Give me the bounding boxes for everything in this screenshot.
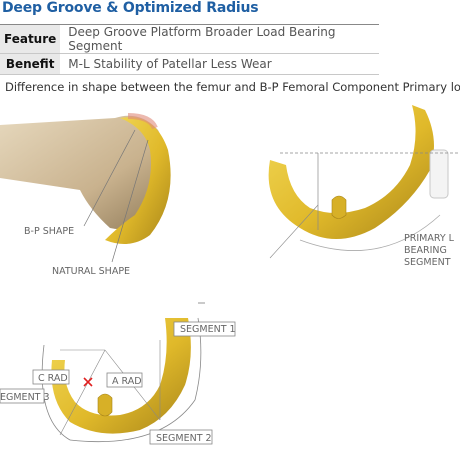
a-rad-label: A RAD xyxy=(112,376,142,387)
feature-value: Deep Groove Platform Broader Load Bearin… xyxy=(60,24,379,54)
primary-label-line3: SEGMENT xyxy=(404,257,451,268)
page-title: Deep Groove & Optimized Radius xyxy=(2,0,259,16)
a-rad-box xyxy=(106,372,143,388)
implant-side-view xyxy=(268,105,460,259)
benefit-value: M-L Stability of Patellar Less Wear xyxy=(60,53,379,75)
segment2-box xyxy=(149,429,213,445)
feature-key: Feature xyxy=(0,24,61,54)
benefit-key: Benefit xyxy=(0,53,61,75)
segment2-label: SEGMENT 2 xyxy=(156,433,212,444)
implant-section xyxy=(51,318,191,434)
natural-shape-label: NATURAL SHAPE xyxy=(52,266,130,277)
spec-table: Feature Deep Groove Platform Broader Loa… xyxy=(0,24,379,75)
c-rad-label: C RAD xyxy=(38,373,68,384)
segment3-box xyxy=(0,388,45,404)
segment1-label: SEGMENT 1 xyxy=(180,324,236,335)
segment3-label: EGMENT 3 xyxy=(0,392,50,403)
femur-illustration xyxy=(0,113,171,263)
c-rad-box xyxy=(32,369,70,385)
implant-body xyxy=(268,105,434,239)
segment1-box xyxy=(173,321,236,337)
femoral-implant xyxy=(105,117,171,244)
table-row: Feature Deep Groove Platform Broader Loa… xyxy=(0,24,379,54)
table-row: Benefit M-L Stability of Patellar Less W… xyxy=(0,53,379,75)
primary-label-line1: PRIMARY L xyxy=(404,233,455,244)
bp-shape-label: B-P SHAPE xyxy=(24,226,74,237)
patellar-button xyxy=(429,149,449,199)
segment-diagram xyxy=(41,302,205,443)
primary-label-line2: BEARING xyxy=(404,245,447,256)
figure-caption: Difference in shape between the femur an… xyxy=(5,80,460,94)
femur-bone xyxy=(0,115,168,230)
